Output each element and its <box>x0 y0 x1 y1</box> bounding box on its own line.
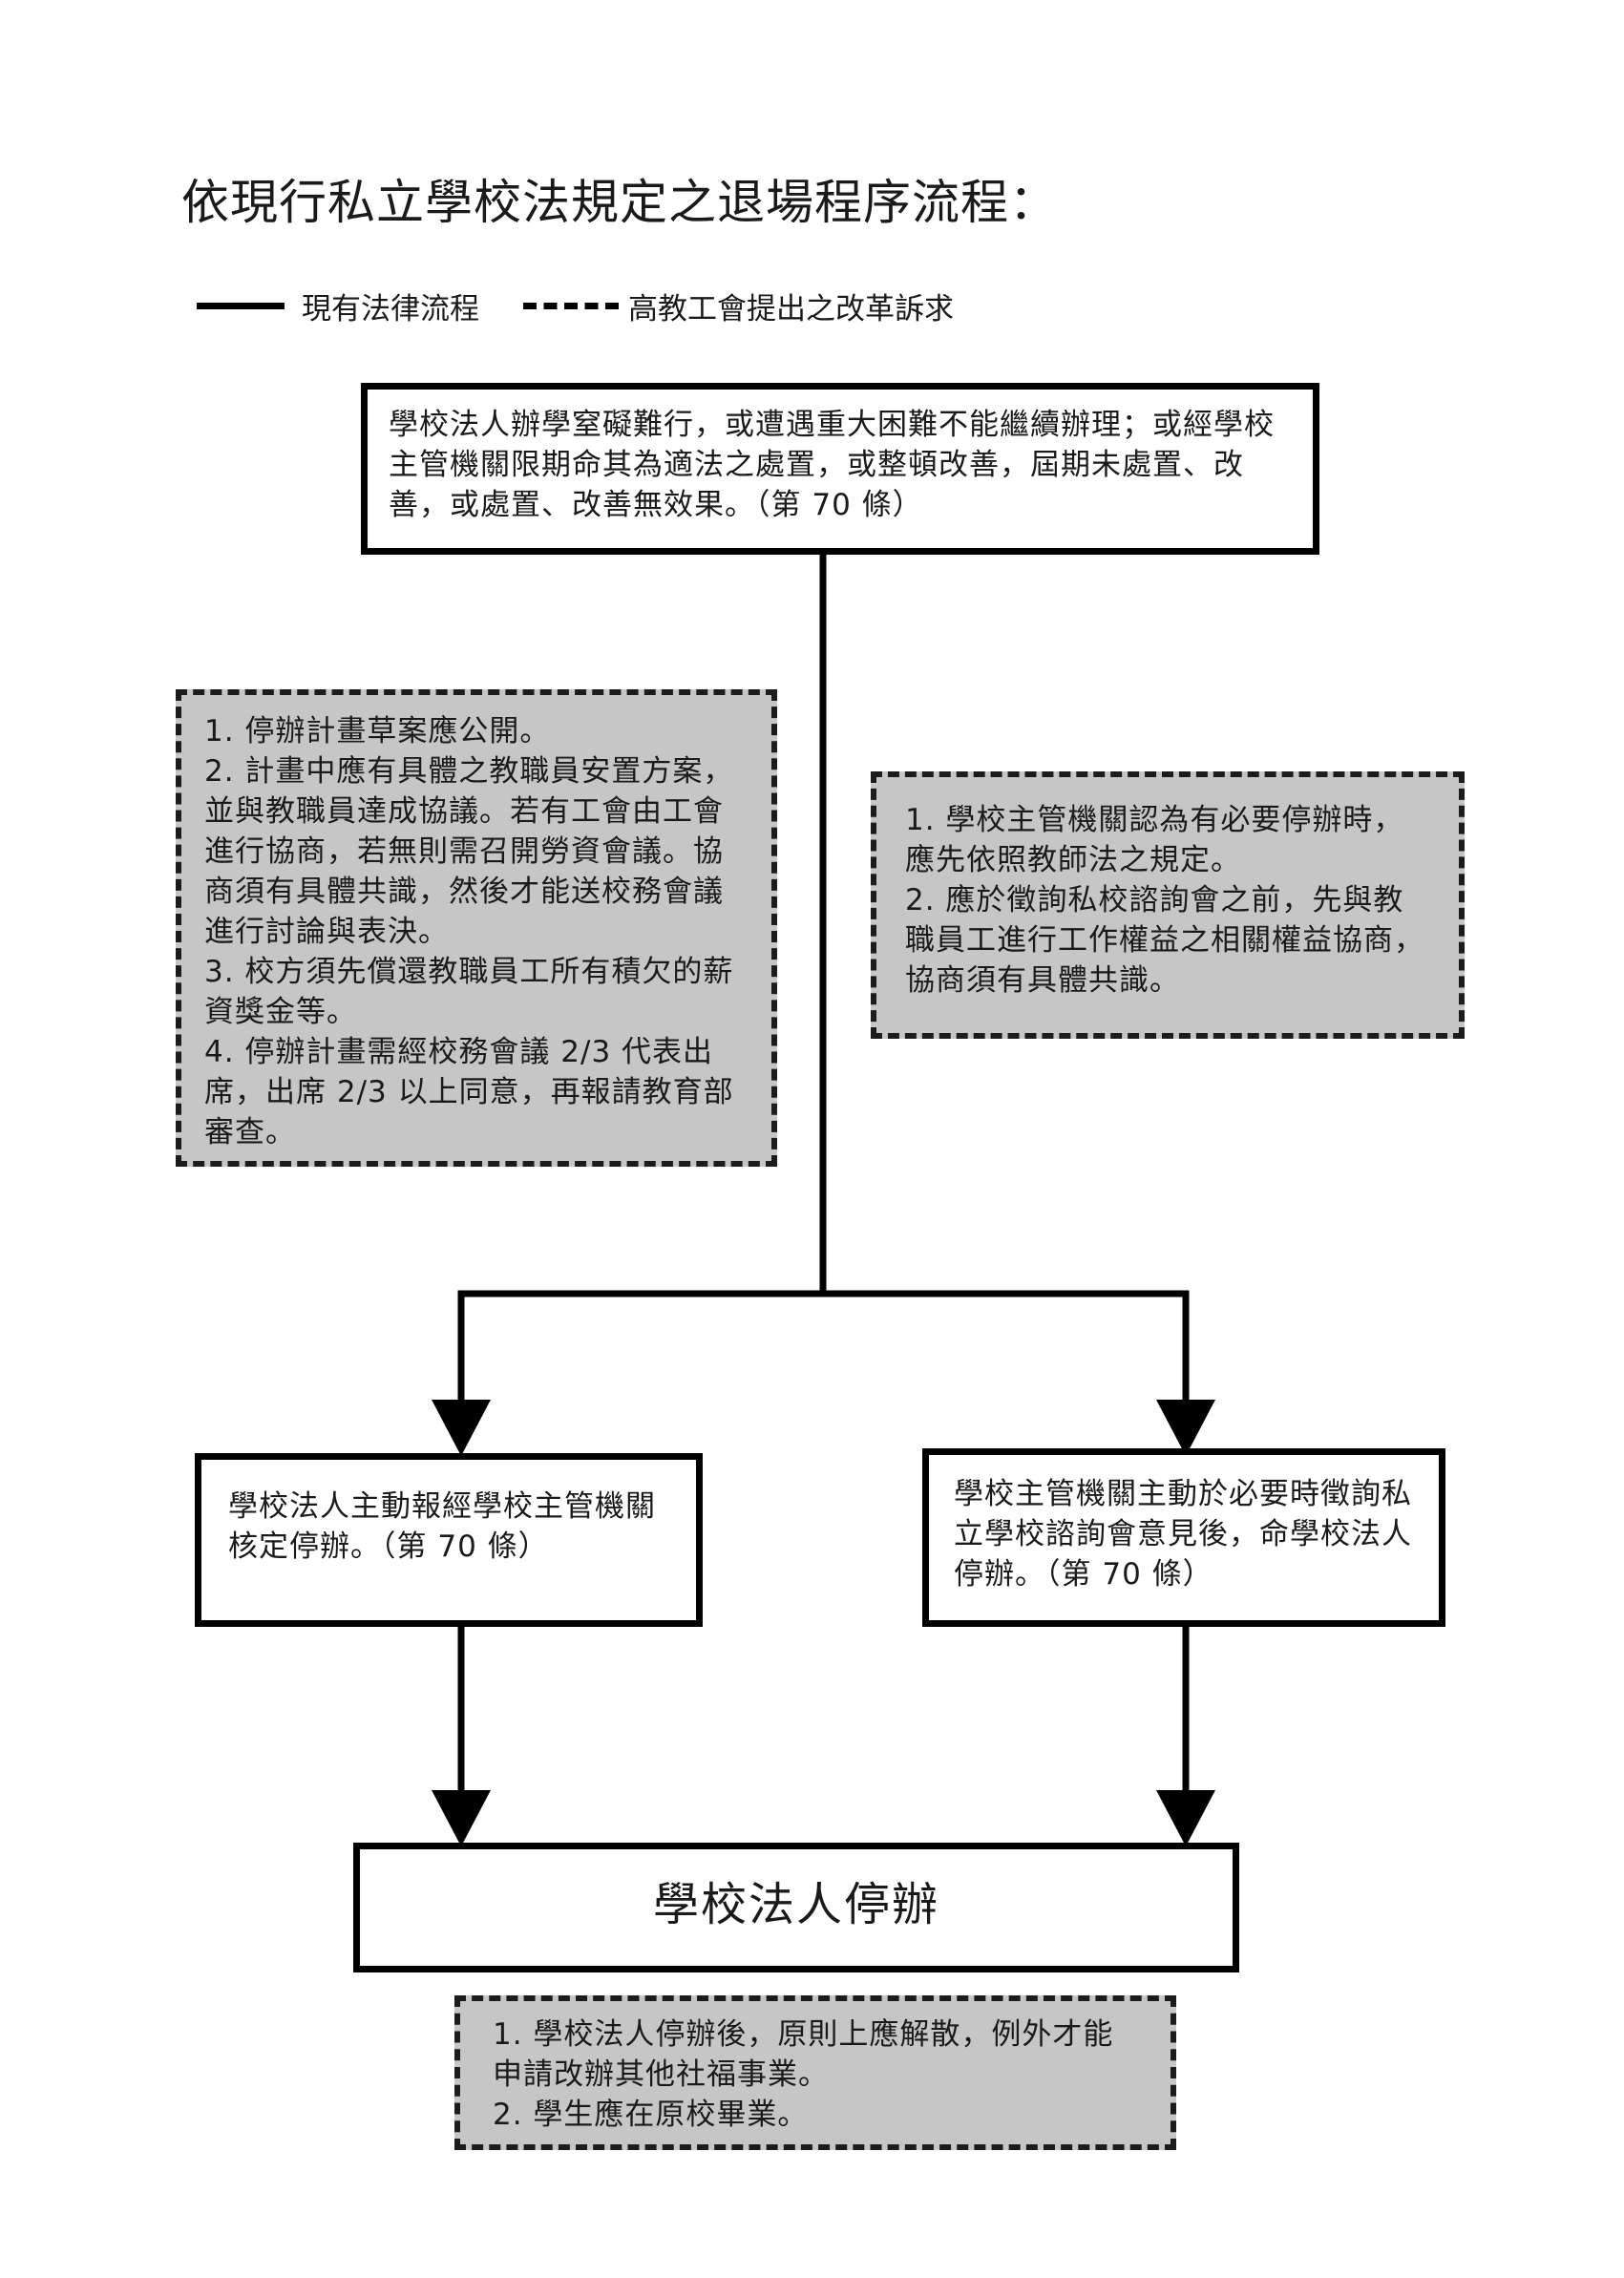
arrowhead-left-branch <box>432 1400 491 1456</box>
bottom-demand-item: 1. 學校法人停辦後，原則上應解散，例外才能申請改辦其他社福事業。 <box>493 2017 1114 2092</box>
legend-solid: 現有法律流程 <box>197 285 479 327</box>
left-demand-item: 4. 停辦計畫需經校務會議 2/3 代表出席，出席 2/3 以上同意，再報請教育… <box>204 1035 734 1150</box>
right-demands-box: 1. 學校主管機關認為有必要停辦時，應先依照教師法之規定。 2. 應於徵詢私校諮… <box>871 771 1465 1039</box>
arrowhead-right-branch <box>1156 1400 1215 1456</box>
right-demand-item: 2. 應於徵詢私校諮詢會之前，先與教職員工進行工作權益之相關權益協商，協商須有具… <box>905 883 1424 998</box>
legend-solid-label: 現有法律流程 <box>302 291 479 327</box>
right-branch-text: 學校主管機關主動於必要時徵詢私立學校諮詢會意見後，命學校法人停辦。（第 70 條… <box>954 1477 1412 1592</box>
final-outcome-text: 學校法人停辦 <box>652 1878 939 1931</box>
legend-dashed-line <box>523 302 619 309</box>
final-outcome-box: 學校法人停辦 <box>353 1843 1239 1972</box>
top-condition-box: 學校法人辦學窒礙難行，或遭遇重大困難不能繼續辦理；或經學校主管機關限期命其為適法… <box>361 383 1319 555</box>
left-demand-item: 1. 停辦計畫草案應公開。 <box>204 714 551 749</box>
bottom-demand-item: 2. 學生應在原校畢業。 <box>493 2098 809 2132</box>
left-demands-box: 1. 停辦計畫草案應公開。 2. 計畫中應有具體之教職員安置方案，並與教職員達成… <box>176 689 777 1167</box>
left-demand-item: 3. 校方須先償還教職員工所有積欠的薪資獎金等。 <box>204 955 734 1029</box>
page-title: 依現行私立學校法規定之退場程序流程： <box>181 175 1058 230</box>
arrowhead-left-final <box>432 1790 491 1846</box>
left-branch-text: 學校法人主動報經學校主管機關核定停辦。（第 70 條） <box>228 1489 656 1564</box>
bottom-demands-box: 1. 學校法人停辦後，原則上應解散，例外才能申請改辦其他社福事業。 2. 學生應… <box>454 1995 1176 2150</box>
arrowhead-right-final <box>1156 1790 1215 1846</box>
left-demand-item: 2. 計畫中應有具體之教職員安置方案，並與教職員達成協議。若有工會由工會進行協商… <box>204 754 734 949</box>
right-branch-box: 學校主管機關主動於必要時徵詢私立學校諮詢會意見後，命學校法人停辦。（第 70 條… <box>922 1448 1445 1627</box>
legend-solid-line <box>197 302 285 309</box>
top-condition-text: 學校法人辦學窒礙難行，或遭遇重大困難不能繼續辦理；或經學校主管機關限期命其為適法… <box>389 408 1275 522</box>
left-branch-box: 學校法人主動報經學校主管機關核定停辦。（第 70 條） <box>195 1453 703 1627</box>
legend-dashed-label: 高教工會提出之改革訴求 <box>628 291 954 327</box>
right-demand-item: 1. 學校主管機關認為有必要停辦時，應先依照教師法之規定。 <box>905 803 1404 877</box>
legend-dashed: 高教工會提出之改革訴求 <box>523 285 954 327</box>
